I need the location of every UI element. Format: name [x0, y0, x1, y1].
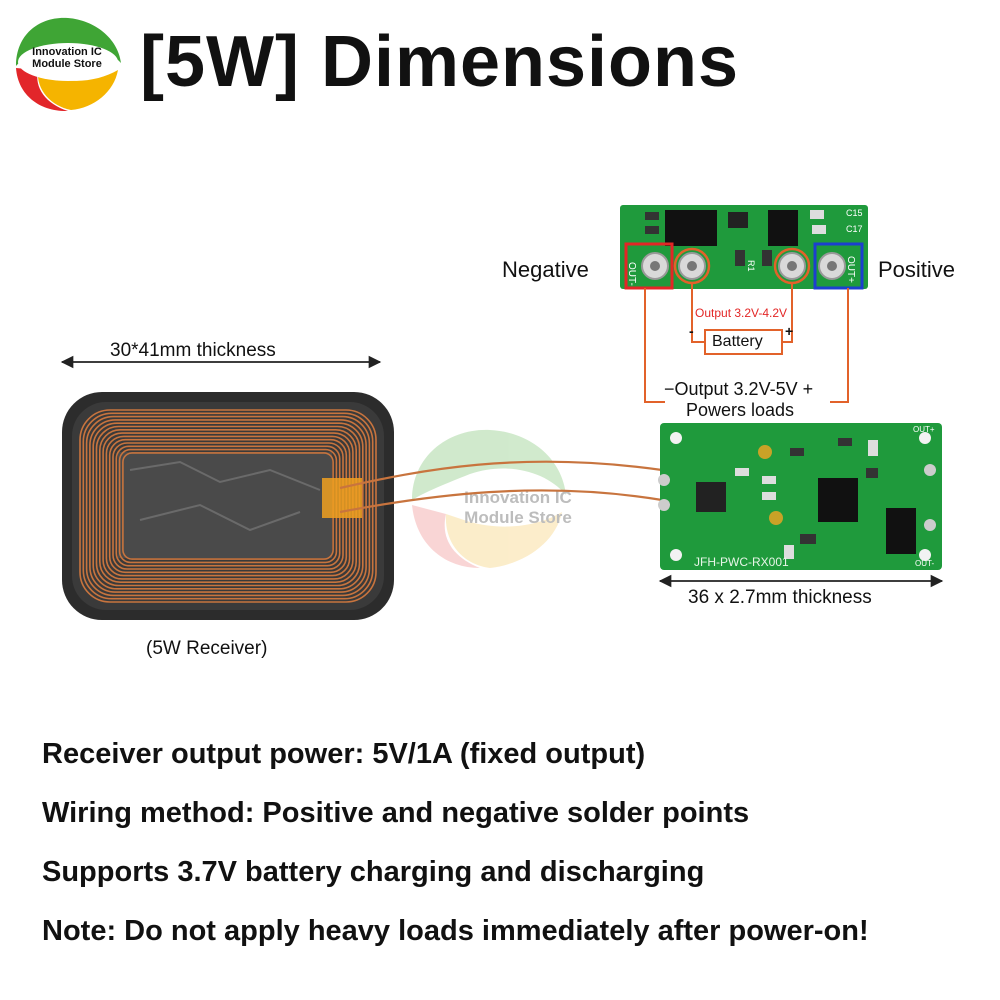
brand-logo: Innovation IC Module Store [6, 8, 128, 114]
powers-loads-label: Powers loads [686, 400, 795, 420]
page-title: [5W] Dimensions [140, 22, 740, 102]
output-small-label: Output 3.2V-4.2V [695, 306, 788, 320]
silk-out-minus: OUT- [915, 559, 934, 568]
negative-label: Negative [502, 257, 589, 282]
output-large-label: −Output 3.2V-5V + [664, 379, 814, 399]
spec-line-3: Supports 3.7V battery charging and disch… [42, 856, 705, 888]
main-board [658, 423, 942, 570]
coil-turn [89, 419, 367, 593]
battery-board [620, 205, 868, 290]
positive-highlight-box [813, 242, 864, 290]
coil-turn [92, 422, 364, 590]
silk-out-plus: OUT+ [913, 425, 935, 434]
spec-line-4: Note: Do not apply heavy loads immediate… [42, 915, 869, 947]
watermark-logo [412, 429, 566, 568]
silk-model: JFH-PWC-RX001 [694, 555, 789, 569]
logo-line-2: Module Store [32, 58, 102, 70]
minus-sign: - [689, 323, 694, 339]
board-dimension-label: 36 x 2.7mm thickness [688, 587, 872, 608]
plus-sign: + [785, 323, 794, 339]
wiring-lines [644, 284, 849, 403]
silk-c15: C15 [846, 208, 863, 218]
silk-r1: R1 [746, 260, 756, 272]
positive-label: Positive [878, 257, 956, 282]
silk-c17: C17 [846, 224, 863, 234]
logo-line-1: Innovation IC [32, 46, 102, 58]
coil-dimension-label: 30*41mm thickness [110, 340, 276, 361]
battery-label: Battery [712, 333, 763, 350]
spec-line-1: Receiver output power: 5V/1A (fixed outp… [42, 738, 646, 770]
logo-mark-icon [16, 17, 121, 112]
spec-line-2: Wiring method: Positive and negative sol… [42, 797, 750, 829]
silk-out-right: OUT+ [845, 256, 856, 283]
negative-highlight-box [624, 242, 674, 290]
silk-out-left: OUT- [626, 262, 637, 286]
coil-caption: (5W Receiver) [146, 638, 268, 659]
watermark-line-2: Module Store [464, 508, 572, 527]
